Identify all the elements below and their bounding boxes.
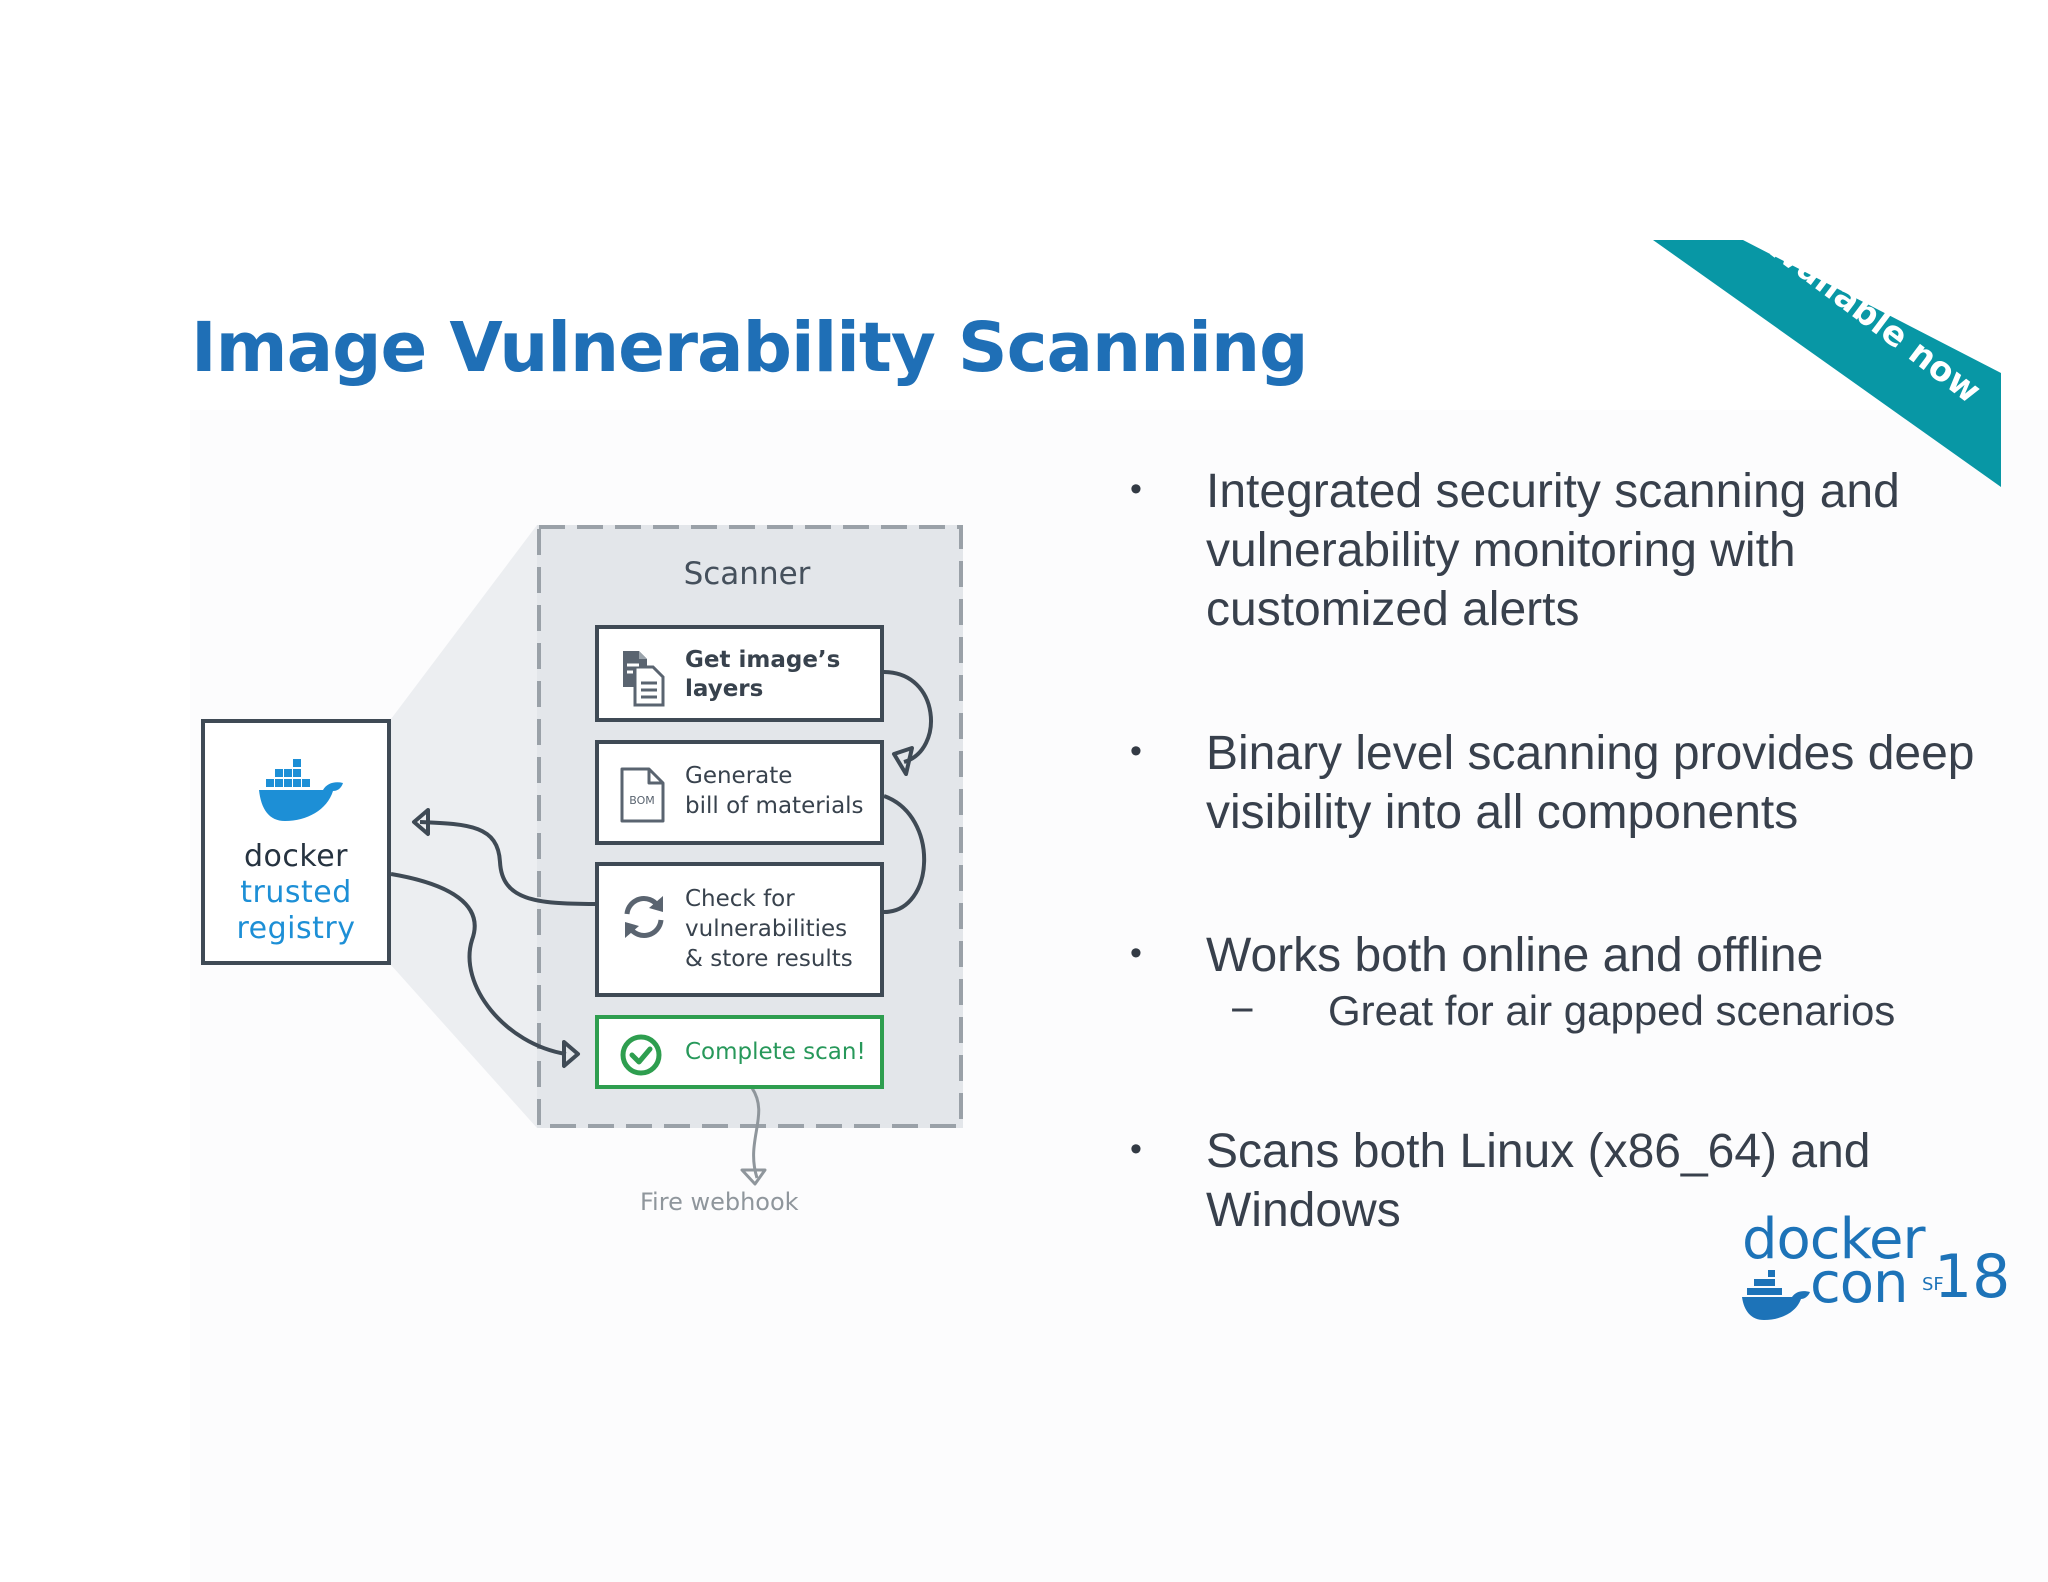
bullet-dot: •: [1130, 934, 1142, 972]
step-check-line1: Check for: [685, 886, 795, 912]
bullet-text: Scans both Linux (x86_64) and Windows: [1206, 1125, 1871, 1237]
bullet-dot: •: [1130, 732, 1142, 770]
step-get-layers: Get image’s layers: [595, 625, 884, 722]
logo-number: 18: [1934, 1242, 2011, 1312]
bullet-text: Works both online and offline: [1206, 929, 1824, 982]
document-layers-icon: [623, 651, 665, 707]
step-generate-bom-line2: bill of materials: [685, 793, 864, 819]
step-check-vulnerabilities: Check for vulnerabilities & store result…: [595, 862, 884, 997]
sub-bullet-dash: −: [1230, 986, 1255, 1033]
dockercon-logo: docker con 18 SF: [1738, 1207, 2010, 1332]
slide-title: Image Vulnerability Scanning: [191, 308, 1308, 388]
step-complete-scan: Complete scan!: [595, 1015, 884, 1089]
arrow-check-to-registry: [419, 820, 596, 906]
docker-whale-icon: [259, 759, 343, 821]
step-get-layers-line2: layers: [685, 676, 764, 702]
arrow-bom-to-check: [883, 794, 927, 914]
step-complete-label: Complete scan!: [685, 1039, 866, 1065]
step-check-line3: & store results: [685, 946, 853, 972]
logo-whale-icon: [1742, 1270, 1810, 1320]
arrow-registry-to-complete: [390, 872, 567, 1056]
refresh-icon: [624, 896, 664, 938]
scanner-diagram: docker trusted registry Scanner Get imag…: [0, 0, 1100, 1300]
arrow-layers-to-bom: [883, 670, 933, 764]
logo-city: SF: [1922, 1274, 1944, 1295]
sub-bullet-text: Great for air gapped scenarios: [1328, 987, 1896, 1034]
bullet-dot: •: [1130, 470, 1142, 508]
ribbon-label: available now: [1753, 220, 1989, 412]
bullet-text: Binary level scanning provides deep visi…: [1206, 727, 1975, 839]
docker-trusted-registry: docker trusted registry: [201, 719, 391, 965]
diagram-graphics: [390, 525, 963, 1186]
logo-word-con: con: [1810, 1251, 1909, 1316]
registry-word-registry: registry: [236, 911, 356, 946]
bom-document-icon: BOM: [620, 767, 665, 823]
logo-word-docker: docker: [1742, 1207, 1926, 1272]
check-circle-icon: [620, 1034, 662, 1076]
bullet-text: Integrated security scanning and vulnera…: [1206, 465, 1900, 636]
step-generate-bom: BOM Generate bill of materials: [595, 740, 884, 845]
step-get-layers-line1: Get image’s: [685, 647, 841, 673]
step-check-line2: vulnerabilities: [685, 916, 848, 942]
step-generate-bom-line1: Generate: [685, 763, 793, 789]
bullet-dot: •: [1130, 1130, 1142, 1168]
registry-word-trusted: trusted: [240, 875, 352, 910]
bom-icon-text: BOM: [629, 794, 655, 807]
scanner-border: [537, 525, 963, 1128]
fire-webhook-label: Fire webhook: [640, 1188, 799, 1216]
arrow-webhook: [750, 1087, 761, 1179]
scanner-label: Scanner: [683, 556, 811, 592]
registry-word-docker: docker: [244, 839, 348, 874]
